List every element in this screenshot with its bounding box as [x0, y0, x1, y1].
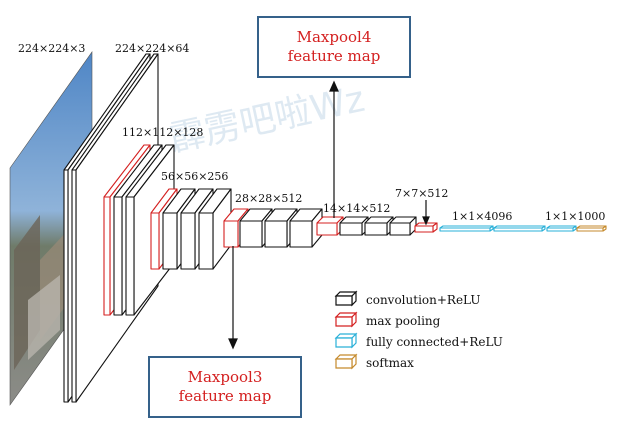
- legend-item: softmax: [334, 353, 414, 370]
- legend-label: softmax: [366, 356, 414, 370]
- pool5-block: [414, 222, 438, 233]
- fc3-block: [546, 225, 577, 232]
- label-conv3: 56×56×256: [161, 170, 228, 183]
- pool4-block: [316, 216, 344, 236]
- legend: convolution+ReLU max pooling fully connect…: [334, 290, 503, 370]
- conv3-block-c: [198, 188, 232, 270]
- arrowhead-maxpool4: [329, 80, 339, 92]
- softmax-block: [576, 225, 607, 232]
- legend-label: fully connected+ReLU: [366, 335, 503, 349]
- arrowhead-pool5: [422, 216, 430, 226]
- fc2-block: [493, 225, 546, 232]
- dimension-labels: 224×224×3 224×224×64 112×112×128 56×56×2…: [18, 42, 605, 223]
- legend-item: convolution+ReLU: [334, 290, 480, 307]
- label-pool5: 7×7×512: [395, 187, 448, 200]
- legend-item: max pooling: [334, 311, 441, 328]
- fc1-block: [439, 225, 494, 232]
- legend-label: max pooling: [366, 314, 441, 328]
- maxpool4-title: Maxpool4: [296, 28, 372, 47]
- label-conv5: 14×14×512: [323, 202, 390, 215]
- maxpool4-callout: Maxpool4 feature map: [257, 16, 411, 78]
- maxpool3-title: Maxpool3: [187, 368, 263, 387]
- label-fc3: 1×1×1000: [545, 210, 605, 223]
- conv5-block-a: [339, 216, 369, 236]
- maxpool3-callout: Maxpool3 feature map: [148, 356, 302, 418]
- label-conv1: 224×224×64: [115, 42, 189, 55]
- label-conv2: 112×112×128: [122, 126, 203, 139]
- maxpool3-subtitle: feature map: [178, 387, 272, 405]
- arrowhead-maxpool3: [228, 338, 238, 350]
- label-fc1: 1×1×4096: [452, 210, 512, 223]
- legend-label: convolution+ReLU: [366, 293, 480, 307]
- maxpool4-subtitle: feature map: [287, 47, 381, 65]
- label-conv4: 28×28×512: [235, 192, 302, 205]
- label-input: 224×224×3: [18, 42, 85, 55]
- layer-blocks: [63, 53, 607, 403]
- conv5-block-c: [389, 216, 417, 236]
- conv5-block-b: [364, 216, 394, 236]
- arrows: [228, 80, 430, 350]
- legend-item: fully connected+ReLU: [334, 332, 503, 349]
